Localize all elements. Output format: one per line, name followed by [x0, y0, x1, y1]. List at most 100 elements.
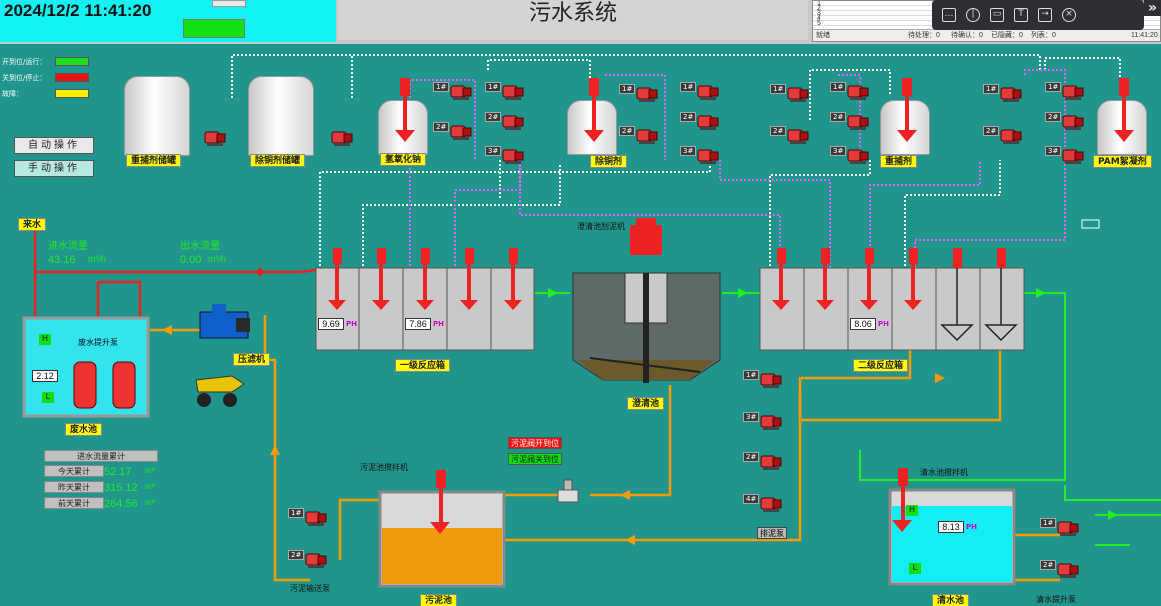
sludge-transfer-pump-1[interactable]: 1# [288, 508, 328, 528]
copper-pump-r3[interactable]: 3# [680, 146, 720, 166]
wastewater-pool-label: 废水池 [65, 423, 103, 436]
filter-press-label: 压滤机 [233, 353, 271, 366]
heavy-pump-2[interactable]: 2# [770, 126, 810, 146]
outflow-unit: m³/h [208, 254, 226, 264]
text-icon[interactable]: T [1014, 8, 1028, 22]
reactor2-ph-unit: PH [878, 320, 889, 328]
pump-icon [331, 131, 353, 146]
sludge-discharge-pump-2[interactable]: 2# [743, 452, 783, 472]
stats-today-unit: m³ [145, 466, 155, 475]
stats-yesterday-value: 315.12 [104, 482, 138, 494]
close-icon[interactable]: × [1062, 8, 1076, 22]
clarifier-scraper-label: 澄清池刮泥机 [577, 222, 625, 231]
pump-icon [787, 129, 809, 144]
pump-tag: 3# [743, 412, 760, 422]
pump-icon [1062, 149, 1084, 164]
pam-pump-r1[interactable]: 1# [1045, 82, 1085, 102]
stats-title: 进水流量累计 [44, 450, 158, 462]
legend-open-label: 开到位/运行： [2, 58, 47, 66]
waste-high-level: H [39, 334, 51, 345]
reactor2-ph-value: 8.06 [850, 318, 876, 330]
clear-lift-pump-1[interactable]: 1# [1040, 518, 1080, 538]
pump-icon [305, 553, 327, 568]
legend-open-swatch [55, 57, 89, 66]
stats-today-value: 52.17 [104, 466, 132, 478]
pump-tag: 3# [830, 146, 847, 156]
status-unhandled: 待处理：0 [908, 32, 940, 39]
pam-pump-2[interactable]: 2# [983, 126, 1023, 146]
clear-mixer-label: 清水池搅拌机 [920, 468, 968, 477]
pump-icon [847, 115, 869, 130]
expand-icon[interactable]: » [1144, 0, 1161, 16]
naoh-pump-2[interactable]: 2# [433, 122, 473, 142]
auto-operation-button[interactable]: 自动操作 [14, 137, 94, 154]
pam-pump-r3[interactable]: 3# [1045, 146, 1085, 166]
pump-icon [760, 373, 782, 388]
stats-yesterday-unit: m³ [145, 482, 155, 491]
naoh-pump-r2[interactable]: 2# [485, 112, 525, 132]
naoh-pump-r1[interactable]: 1# [485, 82, 525, 102]
heavy-cap-storage-pump[interactable] [203, 128, 243, 148]
copper-pump-r2[interactable]: 2# [680, 112, 720, 132]
pump-icon [502, 149, 524, 164]
legend-closed-label: 关到位/停止： [2, 74, 47, 82]
pump-icon [760, 497, 782, 512]
export-icon[interactable]: → [1038, 8, 1052, 22]
heavy-cap-storage-tank[interactable] [124, 76, 190, 156]
stats-daybefore-value: 264.56 [104, 498, 138, 510]
outflow-label: 出水流量 [180, 241, 220, 252]
sludge-transfer-pump-2[interactable]: 2# [288, 550, 328, 570]
screen-share-icon[interactable]: ▭ [990, 8, 1004, 22]
microphone-icon[interactable]: | [966, 8, 980, 22]
status-hidden: 已隐藏：0 [991, 32, 1023, 39]
sludge-discharge-pump-3[interactable]: 3# [743, 412, 783, 432]
legend-fault-label: 故障： [2, 90, 23, 98]
pump-icon [1057, 521, 1079, 536]
reactor2-label: 二级反应箱 [853, 359, 909, 372]
heavy-pump-r2[interactable]: 2# [830, 112, 870, 132]
chat-icon[interactable]: … [942, 8, 956, 22]
pump-tag: 2# [1045, 112, 1062, 122]
sludge-discharge-pump-4[interactable]: 4# [743, 494, 783, 514]
confirm-all-button[interactable] [212, 0, 246, 7]
inflow-source-label: 来水 [18, 218, 47, 231]
pump-tag: 1# [619, 84, 636, 94]
heavy-cap-storage-label: 重捕剂储罐 [126, 154, 182, 167]
pump-icon [502, 85, 524, 100]
copper-storage-pump[interactable] [330, 128, 370, 148]
pump-tag: 2# [680, 112, 697, 122]
pam-pump-1[interactable]: 1# [983, 84, 1023, 104]
reactor1-ph2-value: 7.86 [405, 318, 431, 330]
heavy-pump-1[interactable]: 1# [770, 84, 810, 104]
pump-icon [697, 115, 719, 130]
pump-tag: 2# [743, 452, 760, 462]
naoh-pump-1[interactable]: 1# [433, 82, 473, 102]
sludge-discharge-pump-label: 排泥泵 [757, 527, 787, 539]
manual-operation-button[interactable]: 手动操作 [14, 160, 94, 177]
page-title: 污水系统 [338, 0, 808, 40]
stats-daybefore-unit: m³ [145, 498, 155, 507]
copper-pump-2[interactable]: 2# [619, 126, 659, 146]
status-unconfirmed: 待确认：0 [951, 32, 983, 39]
pump-icon [1057, 563, 1079, 578]
floating-toolbar: … | ▭ T → × [932, 0, 1144, 30]
stats-today-label: 今天累计 [44, 465, 104, 477]
pump-icon [1000, 87, 1022, 102]
pump-tag: 1# [1045, 82, 1062, 92]
legend-closed-swatch [55, 73, 89, 82]
copper-pump-1[interactable]: 1# [619, 84, 659, 104]
pump-icon [450, 125, 472, 140]
pump-icon [697, 85, 719, 100]
pump-icon [502, 115, 524, 130]
heavy-pump-r1[interactable]: 1# [830, 82, 870, 102]
stats-yesterday-label: 昨天累计 [44, 481, 104, 493]
pam-pump-r2[interactable]: 2# [1045, 112, 1085, 132]
naoh-pump-r3[interactable]: 3# [485, 146, 525, 166]
datetime-display: 2024/12/2 11:41:20 [0, 0, 336, 42]
clear-lift-pump-2[interactable]: 2# [1040, 560, 1080, 580]
pump-icon [1062, 85, 1084, 100]
sludge-discharge-pump-1[interactable]: 1# [743, 370, 783, 390]
heavy-pump-r3[interactable]: 3# [830, 146, 870, 166]
copper-pump-r1[interactable]: 1# [680, 82, 720, 102]
